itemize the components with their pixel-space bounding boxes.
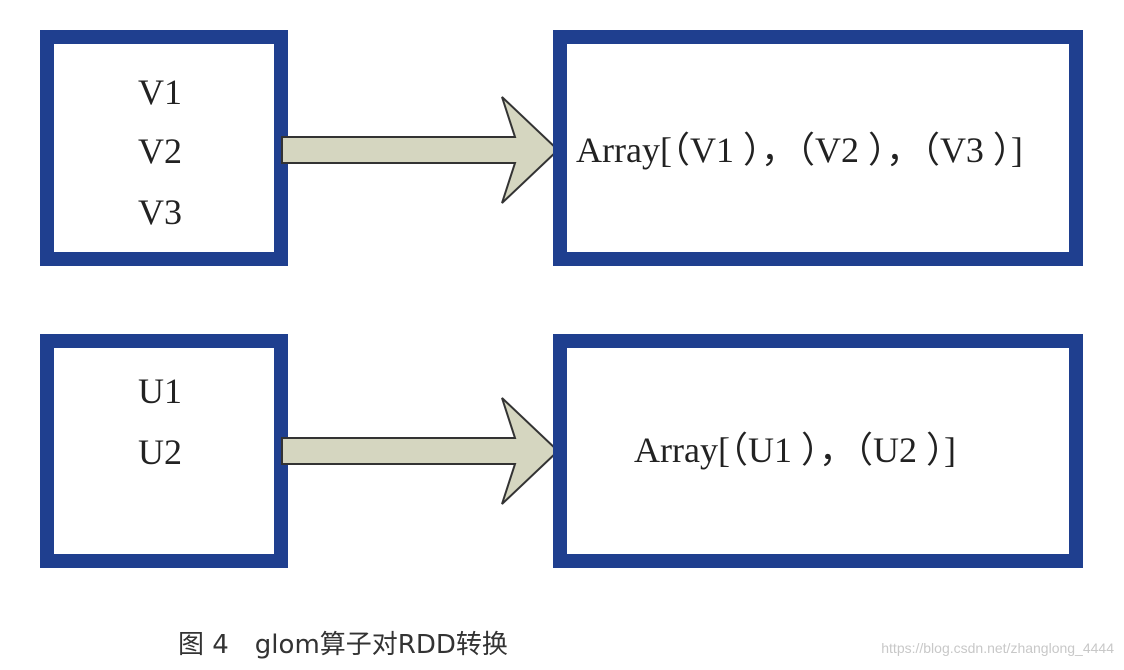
result-array-bottom: Array[（U1 ），（U2 ）] xyxy=(634,430,956,470)
source-box-top xyxy=(40,30,288,266)
transform-arrow-top xyxy=(281,96,560,204)
source-item-u2: U2 xyxy=(138,432,182,472)
source-item-v2: V2 xyxy=(138,131,182,171)
source-item-v1: V1 xyxy=(138,72,182,112)
source-item-u1: U1 xyxy=(138,371,182,411)
figure-caption: 图 4 glom算子对RDD转换 xyxy=(178,630,508,660)
transform-arrow-bottom xyxy=(281,397,560,505)
result-box-bottom xyxy=(553,334,1083,568)
watermark: https://blog.csdn.net/zhanglong_4444 xyxy=(881,640,1114,656)
source-box-bottom xyxy=(40,334,288,568)
source-item-v3: V3 xyxy=(138,192,182,232)
result-array-top: Array[（V1 ），（V2 ），（V3 ）] xyxy=(576,130,1023,170)
result-box-top xyxy=(553,30,1083,266)
